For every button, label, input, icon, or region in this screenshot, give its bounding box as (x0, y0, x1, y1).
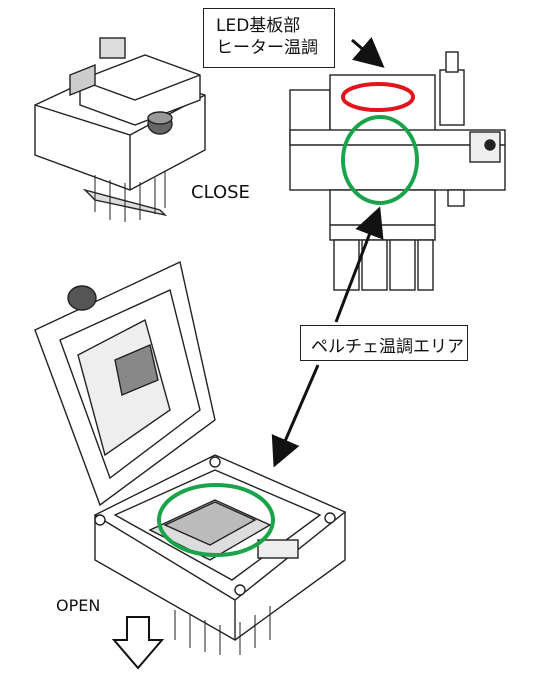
peltier-label-text: ペルチェ温調エリア (311, 337, 464, 357)
led-label-line2: ヒーター温調 (216, 38, 318, 58)
peltier-highlight-ellipse-side (341, 115, 419, 205)
led-heater-highlight-ellipse (341, 82, 415, 112)
open-state-label: OPEN (56, 596, 101, 615)
open-direction-arrow (111, 616, 165, 670)
side-view-illustration (289, 51, 506, 291)
close-state-label: CLOSE (191, 182, 250, 203)
peltier-arrow-up (334, 206, 384, 323)
peltier-arrow-down (271, 364, 320, 468)
closed-socket-illustration (34, 37, 206, 222)
led-heater-label-box: LED基板部 ヒーター温調 (203, 8, 335, 68)
led-label-line1: LED基板部 (216, 16, 301, 36)
open-socket-illustration (34, 260, 347, 655)
peltier-area-label-box: ペルチェ温調エリア (300, 325, 468, 361)
peltier-highlight-ellipse-open (157, 483, 275, 557)
led-label-arrow (351, 36, 385, 68)
